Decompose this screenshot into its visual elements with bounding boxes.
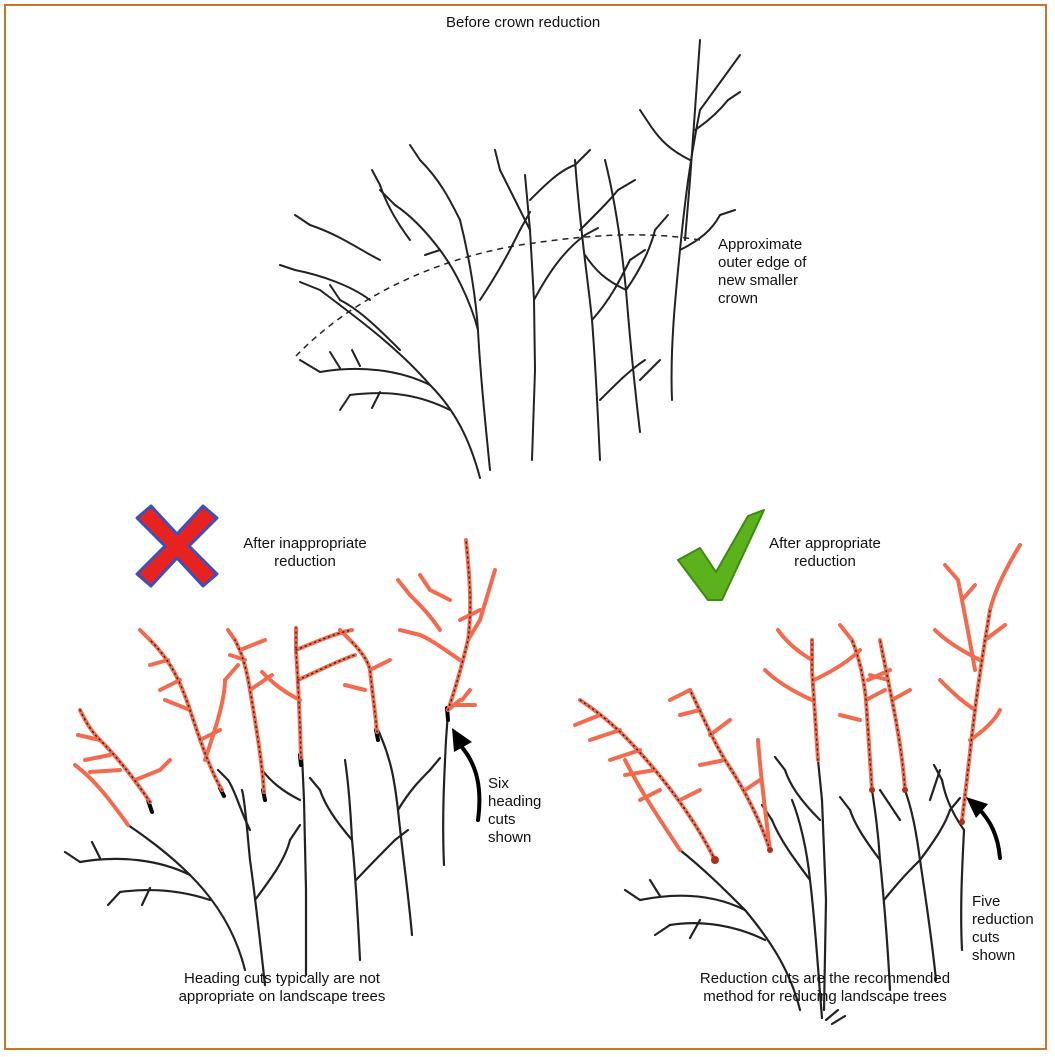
left-caption: Heading cuts typically are not appropria… [152, 970, 412, 1006]
right-caption: Reduction cuts are the recommended metho… [670, 970, 980, 1006]
five-cuts-arrow [978, 808, 1000, 858]
appropriate-removed-dots [580, 610, 990, 860]
red-x-icon [137, 506, 217, 586]
right-callout: Five reduction cuts shown [972, 893, 1034, 965]
inappropriate-removed-branches [75, 540, 495, 825]
before-tree [280, 40, 740, 478]
left-panel-label: After inappropriate reduction [230, 535, 380, 571]
green-check-icon [678, 510, 764, 600]
inappropriate-tree-remaining [65, 712, 448, 985]
inappropriate-removed-dots [80, 540, 470, 802]
left-callout: Six heading cuts shown [488, 775, 541, 847]
right-panel-label: After appropriate reduction [760, 535, 890, 571]
six-cuts-arrow [460, 745, 479, 820]
crown-edge-annotation: Approximate outer edge of new smaller cr… [718, 236, 806, 308]
